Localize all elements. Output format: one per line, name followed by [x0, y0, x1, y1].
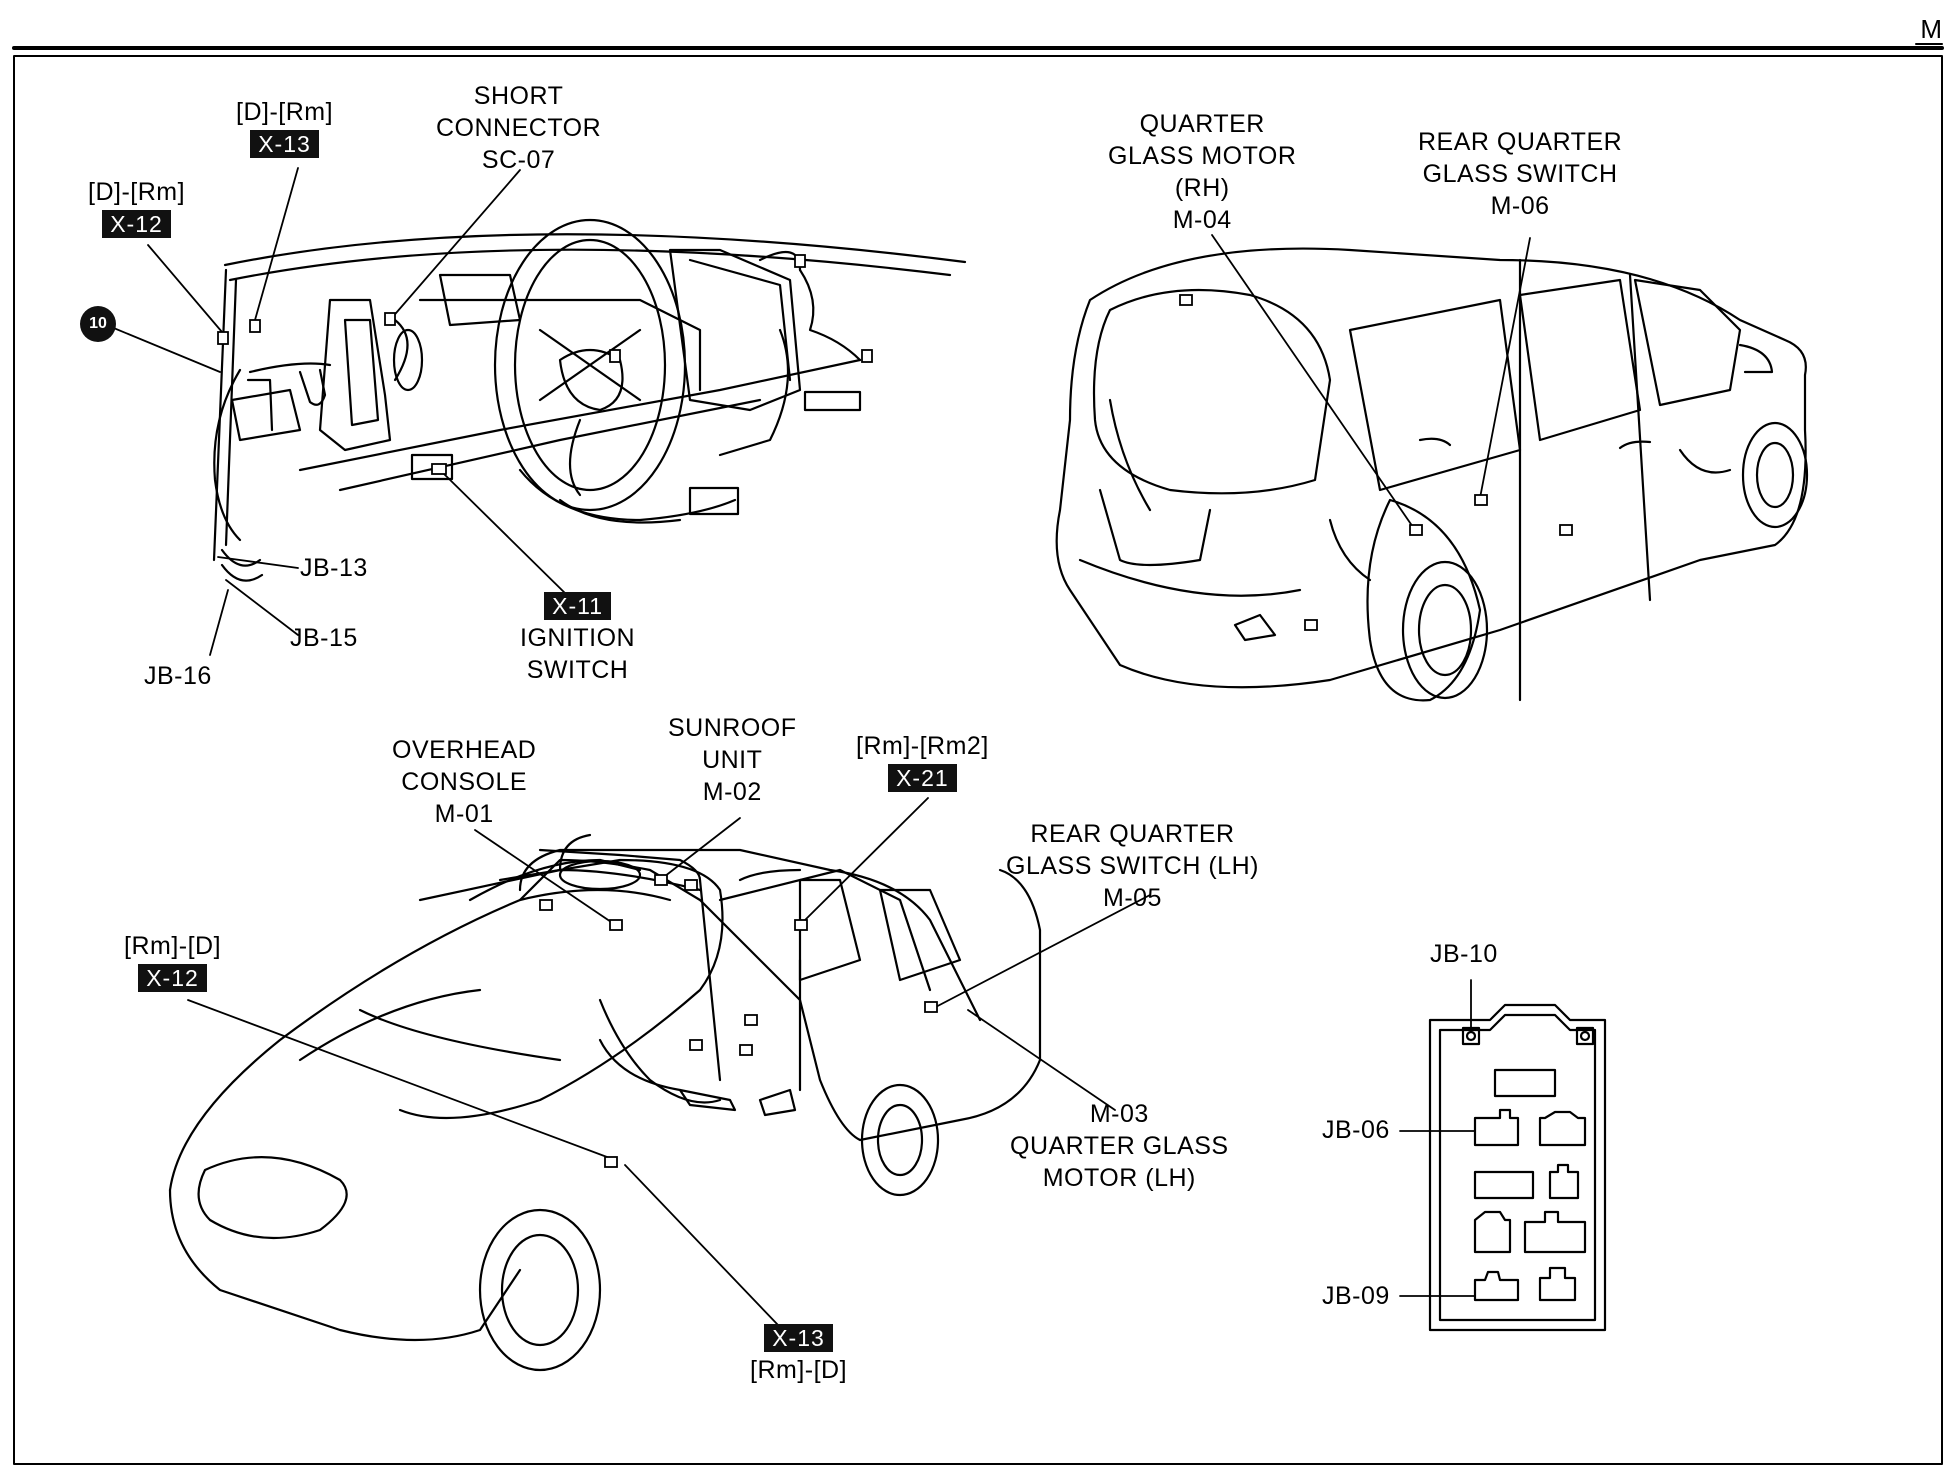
- connector-tag: X-13: [764, 1324, 833, 1352]
- page-letter: M: [1920, 14, 1942, 44]
- connector-code: [D]-[Rm]: [88, 178, 186, 206]
- callout-overhead-console: OVERHEAD CONSOLE M-01: [392, 734, 536, 830]
- callout-d-rm-x12: [D]-[Rm] X-12: [88, 176, 185, 240]
- callout-quarter-glass-motor-rh: QUARTER GLASS MOTOR (RH) M-04: [1108, 108, 1296, 236]
- rear-vehicle-drawing: [1055, 247, 1809, 702]
- callout-line: M-02: [702, 778, 762, 806]
- callout-rear-quarter-glass-switch: REAR QUARTER GLASS SWITCH M-06: [1418, 126, 1622, 222]
- callout-line: M-03: [1089, 1100, 1149, 1128]
- callout-line: REAR QUARTER: [1030, 820, 1235, 848]
- connector-markers: [217, 254, 1573, 1168]
- callout-line: REAR QUARTER: [1418, 128, 1623, 156]
- callout-line: SHORT: [473, 82, 564, 110]
- callout-ignition-switch: X-11 IGNITION SWITCH: [520, 590, 635, 686]
- callout-line: GLASS SWITCH: [1422, 160, 1618, 188]
- label-jb-16: JB-16: [144, 662, 212, 690]
- callout-line: M-04: [1172, 206, 1232, 234]
- front-vehicle-drawing: [168, 833, 1042, 1372]
- label-jb-13: JB-13: [300, 554, 368, 582]
- label-jb-06: JB-06: [1322, 1116, 1390, 1144]
- callout-line: CONNECTOR: [436, 114, 602, 142]
- label-jb-10: JB-10: [1430, 940, 1498, 968]
- callout-line: OVERHEAD: [392, 736, 537, 764]
- connector-tag: X-13: [250, 130, 319, 158]
- reference-badge-10: 10: [80, 306, 116, 342]
- connector-tag: X-12: [138, 964, 207, 992]
- callout-d-rm-x13: [D]-[Rm] X-13: [236, 96, 333, 160]
- callout-line: MOTOR (LH): [1042, 1164, 1196, 1192]
- dashboard-drawing: [212, 218, 967, 582]
- callout-rm-rm2-x21: [Rm]-[Rm2] X-21: [856, 730, 989, 794]
- callout-line: SC-07: [481, 146, 556, 174]
- callout-line: SWITCH: [526, 656, 629, 684]
- callout-line: GLASS SWITCH (LH): [1006, 852, 1259, 880]
- connector-tag: X-21: [888, 764, 957, 792]
- page-frame: [13, 55, 1943, 1465]
- callout-line: SUNROOF: [668, 714, 797, 742]
- callout-sunroof-unit: SUNROOF UNIT M-02: [668, 712, 797, 808]
- callout-rm-d-x13: X-13 [Rm]-[D]: [750, 1322, 847, 1386]
- callout-line: (RH): [1174, 174, 1230, 202]
- callout-line: QUARTER: [1139, 110, 1265, 138]
- callout-rm-d-x12: [Rm]-[D] X-12: [124, 930, 221, 994]
- callout-line: M-06: [1490, 192, 1550, 220]
- callout-line: M-05: [1103, 884, 1162, 912]
- connector-code: [D]-[Rm]: [236, 98, 334, 126]
- label-jb-09: JB-09: [1322, 1282, 1390, 1310]
- connector-code: [Rm]-[D]: [124, 932, 222, 960]
- connector-code: [Rm]-[D]: [750, 1356, 848, 1384]
- connector-tag: X-12: [102, 210, 171, 238]
- callout-quarter-glass-motor-lh: M-03 QUARTER GLASS MOTOR (LH): [1010, 1098, 1229, 1194]
- connector-tag: X-11: [544, 592, 611, 620]
- junction-block-drawing: [1428, 1003, 1607, 1332]
- callout-line: CONSOLE: [401, 768, 528, 796]
- callout-line: M-01: [434, 800, 494, 828]
- label-jb-15: JB-15: [290, 624, 358, 652]
- callout-rear-quarter-glass-switch-lh: REAR QUARTER GLASS SWITCH (LH) M-05: [1006, 818, 1259, 914]
- connector-code: [Rm]-[Rm2]: [856, 732, 989, 760]
- callout-short-connector: SHORT CONNECTOR SC-07: [436, 80, 601, 176]
- leader-lines: [103, 167, 1531, 1326]
- callout-line: IGNITION: [520, 624, 636, 652]
- callout-line: GLASS MOTOR: [1108, 142, 1297, 170]
- callout-line: QUARTER GLASS: [1010, 1132, 1229, 1160]
- callout-line: UNIT: [702, 746, 763, 774]
